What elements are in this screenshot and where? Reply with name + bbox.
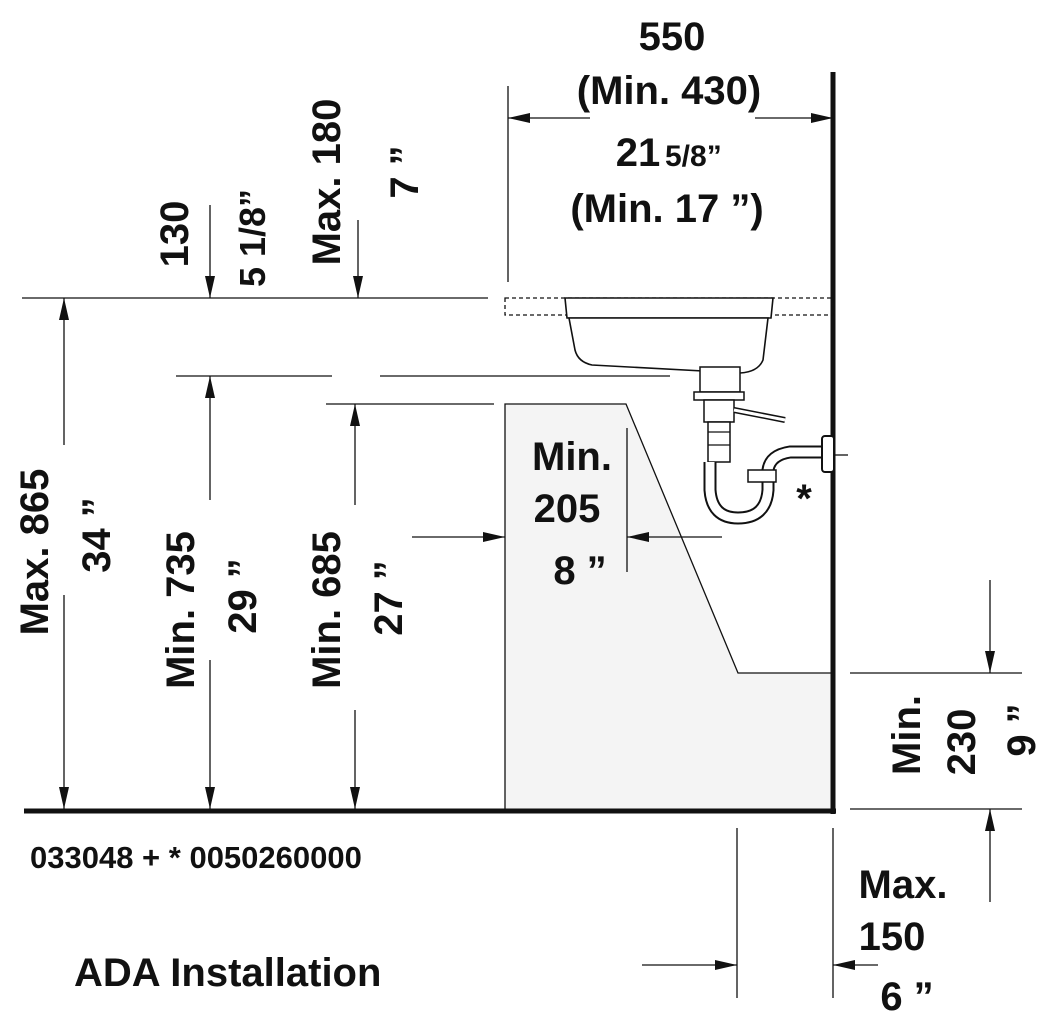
washbasin [564, 297, 774, 374]
knee-depth-prefix-label: Min. [532, 435, 612, 479]
basin-rim [564, 297, 774, 319]
drain-body [699, 366, 741, 393]
basin-bowl [568, 317, 769, 374]
max-rim-mm-label: Max. 180 [305, 99, 349, 266]
toe-depth-in-label: 6 ” [880, 975, 933, 1019]
toe-depth-prefix-label: Max. [859, 863, 948, 907]
wall-flange [821, 435, 835, 473]
max-rim-in-label: 7 ” [383, 145, 427, 198]
depth-min-mm-label: (Min. 430) [577, 69, 761, 113]
toe-height-mm-label: 230 [940, 709, 984, 776]
counter-clear-in-label: 27 ” [367, 560, 411, 636]
max-height-mm-label: Max. 865 [13, 469, 57, 636]
dimension-lines [59, 113, 995, 970]
toe-depth-mm-label: 150 [859, 915, 926, 959]
counter-clear-mm-label: Min. 685 [305, 531, 349, 689]
depth-min-in-label: (Min. 17 ”) [570, 187, 763, 231]
extension-lines [22, 86, 1022, 998]
drain-trap [693, 366, 848, 525]
rim-thickness-in-label: 5 1/8” [232, 189, 273, 287]
toe-height-prefix-label: Min. [885, 695, 929, 775]
rim-thickness-mm-label: 130 [153, 201, 197, 268]
knee-height-mm-label: Min. 735 [159, 531, 203, 689]
footer: 033048 + * 0050260000 ADA Installation [30, 840, 381, 995]
depth-in-fraction-label: 5/8” [665, 140, 722, 173]
knee-depth-mm-label: 205 [534, 487, 601, 531]
dimension-labels: 550 (Min. 430) 21 5/8” (Min. 17 ”) 130 5… [13, 15, 1044, 1019]
structure [24, 72, 848, 814]
drawing-caption: ADA Installation [74, 951, 381, 995]
knee-depth-in-label: 8 ” [553, 549, 606, 593]
trap-asterisk: * [796, 477, 812, 521]
depth-in-label: 21 [616, 131, 661, 175]
toe-height-in-label: 9 ” [1000, 703, 1044, 756]
depth-mm-label: 550 [639, 15, 706, 59]
article-numbers: 033048 + * 0050260000 [30, 840, 362, 875]
max-height-in-label: 34 ” [75, 497, 119, 573]
knee-height-in-label: 29 ” [221, 558, 265, 634]
